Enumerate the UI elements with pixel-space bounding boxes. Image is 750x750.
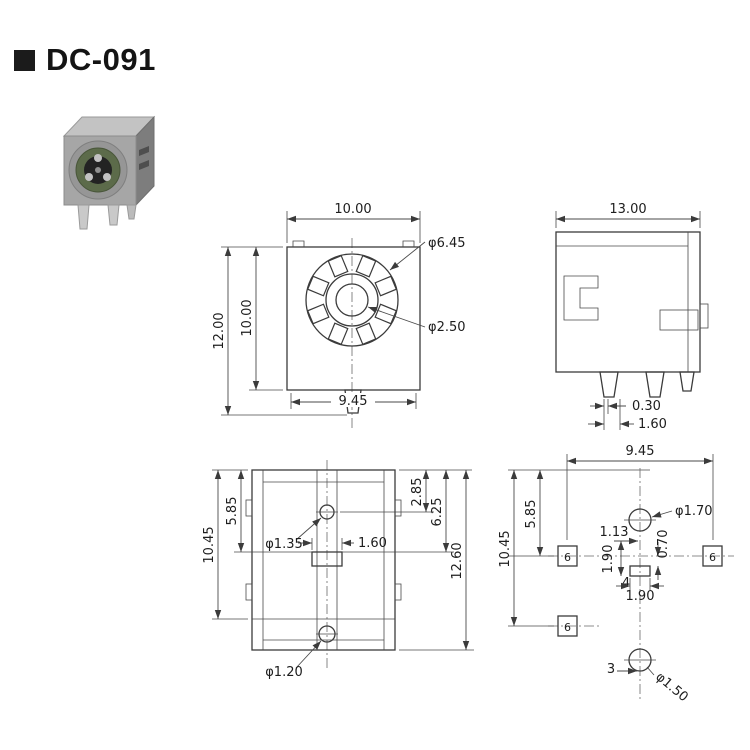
dia-pin-bottom-label: φ1.50: [652, 670, 690, 706]
bottom-dims-left: 5.85 10.45: [202, 469, 312, 620]
jack-pins: [77, 204, 137, 230]
front-dim-heights: 12.00 10.00: [212, 246, 347, 416]
dim-pin-left-outer-label: 10.45: [498, 530, 513, 567]
dim-bottom-left-outer-label: 10.45: [202, 526, 217, 563]
front-barrel-outer-circle: [305, 253, 399, 347]
side-dim-width: 13.00: [555, 202, 701, 228]
dim-front-width-label: 10.00: [334, 202, 371, 217]
dim-side-pin-width-label: 1.60: [638, 417, 667, 432]
bottom-body-outline: [251, 469, 396, 651]
jack-solder-pin: [126, 204, 137, 220]
jack-contact-lug: [94, 154, 102, 162]
product-photo: [62, 115, 156, 230]
page-title: DC-091: [46, 42, 156, 77]
front-body-tab: [402, 240, 415, 247]
title-bullet-square: [14, 49, 35, 71]
dim-side-pin-thickness-label: 0.30: [632, 399, 661, 414]
dim-front-height-body-label: 10.00: [240, 299, 255, 336]
bottom-dim-slot: 1.60: [298, 536, 387, 551]
jack-center-pin: [95, 167, 101, 173]
bottom-dims-right: 2.85 6.25 12.60: [340, 469, 474, 651]
pin-pad-bottom-left-label: 6: [564, 621, 571, 634]
side-body-outline: [555, 231, 701, 373]
pin-pad-left-label: 6: [564, 551, 571, 564]
side-pin: [599, 371, 619, 398]
front-body-tab: [292, 240, 305, 247]
dim-front-bottom-width-label: 9.45: [339, 394, 368, 409]
dim-pin-pad-v-label: 1.90: [601, 545, 616, 574]
jack-barrel: [68, 140, 128, 200]
dim-pin-bottom-offset-label: 3: [607, 662, 615, 677]
dim-side-width-label: 13.00: [609, 202, 646, 217]
dia-bottom-top-hole-label: φ1.35: [265, 537, 303, 552]
front-center-hole: [335, 283, 369, 317]
bottom-side-tab: [245, 583, 253, 601]
side-pin: [645, 371, 665, 398]
dim-pin-pad-h-label: 1.90: [626, 589, 655, 604]
front-dim-bottom-width: 9.45: [290, 393, 417, 409]
front-dia-inner: φ2.50: [367, 306, 466, 335]
jack-solder-pin: [77, 204, 90, 230]
dim-pin-left-inner-label: 5.85: [524, 500, 539, 529]
pin-layout-view: 9.45 φ1.70 6 6 6 1.13 0.70 1.90: [498, 444, 734, 705]
front-dia-outer: φ6.45: [389, 236, 466, 271]
pin-center-dims: 1.13 0.70 1.90 4 1.90: [600, 525, 671, 604]
dia-outer-label: φ6.45: [428, 236, 466, 251]
pin-pad-right: [702, 545, 723, 567]
dim-bottom-right-outer-label: 12.60: [450, 542, 465, 579]
pin-dia-top: φ1.70: [651, 504, 713, 519]
front-dim-width: 10.00: [286, 202, 421, 243]
side-shield-notch: [563, 275, 599, 321]
front-view: 10.00 12.00 10.00 9.45 φ6.45: [212, 202, 466, 428]
dia-pin-top-label: φ1.70: [675, 504, 713, 519]
bottom-slot: [311, 551, 343, 567]
side-tab: [699, 303, 709, 329]
dim-bottom-left-inner-label: 5.85: [225, 497, 240, 526]
pin-bottom-dims: 3 φ1.50: [607, 662, 691, 705]
bottom-dia-bottom-hole: φ1.20: [265, 640, 322, 680]
dia-bottom-bottom-hole-label: φ1.20: [265, 665, 303, 680]
front-inner-ring: [325, 273, 379, 327]
jack-contact-lug: [103, 173, 111, 181]
pin-pad-right-label: 6: [709, 551, 716, 564]
dia-inner-label: φ2.50: [428, 320, 466, 335]
dim-front-height-total-label: 12.00: [212, 312, 227, 349]
side-pin: [679, 371, 695, 392]
bottom-dia-top-hole: φ1.35: [265, 517, 322, 552]
jack-side-vent: [139, 160, 149, 170]
bottom-side-tab: [394, 583, 402, 601]
dim-pin-offset-y-label: 0.70: [656, 530, 671, 559]
dim-bottom-slot-label: 1.60: [358, 536, 387, 551]
bottom-side-tab: [394, 499, 402, 517]
dim-pin-top-width-label: 9.45: [626, 444, 655, 459]
pin-dims-left: 5.85 10.45: [498, 470, 554, 627]
dim-pin-offset-x-label: 1.13: [600, 525, 629, 540]
jack-contact-lug: [85, 173, 93, 181]
jack-solder-pin: [107, 204, 120, 226]
side-detail: [659, 309, 699, 331]
side-view: 13.00 0.30 1.60: [555, 202, 709, 432]
pin-pad-left: [557, 545, 578, 567]
dim-bottom-right-top-label: 2.85: [410, 478, 425, 507]
jack-side-vent: [139, 146, 149, 156]
side-dim-pins: 0.30 1.60: [588, 399, 667, 432]
pin-pad-bottom-left: [557, 615, 578, 637]
header: DC-091: [14, 42, 156, 78]
pin-center-pad: [629, 565, 651, 577]
pin-dim-top-width: 9.45: [567, 444, 713, 465]
dim-bottom-right-mid-label: 6.25: [430, 498, 445, 527]
front-gear-teeth: [306, 254, 398, 346]
bottom-side-tab: [245, 499, 253, 517]
bottom-view: 5.85 10.45 2.85 6.25 12.60 φ1.35: [202, 460, 474, 680]
